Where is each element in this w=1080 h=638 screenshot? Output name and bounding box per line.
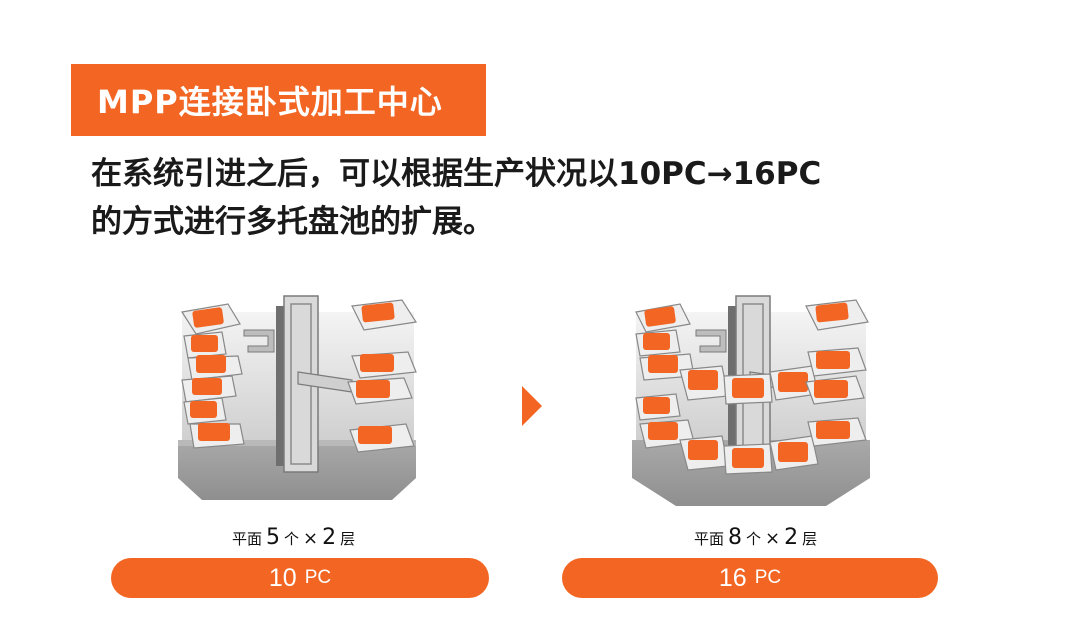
title-badge: MPP连接卧式加工中心 xyxy=(71,64,486,136)
description-line-1: 在系统引进之后，可以根据生产状况以10PC→16PC xyxy=(91,156,822,192)
description-line-2: 的方式进行多托盘池的扩展。 xyxy=(91,204,494,240)
caption-layers: 2 xyxy=(784,525,799,550)
pallet-diagram-10 xyxy=(178,295,417,500)
total-number: 10 xyxy=(268,563,297,592)
caption-prefix: 平面 xyxy=(232,530,263,548)
caption-unit: 个 xyxy=(746,530,762,548)
caption-per-layer: 5 xyxy=(266,525,281,550)
description: 在系统引进之后，可以根据生产状况以10PC→16PC 的方式进行多托盘池的扩展。 xyxy=(91,150,991,246)
total-pill-10: 10 PC xyxy=(111,558,489,598)
pallet-ring-upper xyxy=(635,299,869,405)
pallet-stack-right xyxy=(347,299,417,453)
caption-per-layer: 8 xyxy=(728,525,743,550)
total-number: 16 xyxy=(718,563,747,592)
caption-times: × xyxy=(765,528,781,549)
total-unit: PC xyxy=(754,567,782,588)
caption-times: × xyxy=(303,528,319,549)
total-unit: PC xyxy=(304,567,332,588)
pallet-diagram-16 xyxy=(632,295,870,506)
caption-layer-unit: 层 xyxy=(340,530,356,548)
caption-10: 平面 5 个 × 2 层 xyxy=(232,525,355,550)
total-pill-16: 16 PC xyxy=(562,558,938,598)
pallet-stack-left xyxy=(181,303,245,449)
caption-unit: 个 xyxy=(284,530,300,548)
caption-prefix: 平面 xyxy=(694,530,725,548)
triangle-right-icon xyxy=(522,386,542,426)
caption-16: 平面 8 个 × 2 层 xyxy=(694,525,817,550)
caption-layers: 2 xyxy=(322,525,337,550)
caption-layer-unit: 层 xyxy=(802,530,818,548)
pallet-ring-lower xyxy=(635,375,867,475)
page-title: MPP连接卧式加工中心 xyxy=(97,83,443,121)
